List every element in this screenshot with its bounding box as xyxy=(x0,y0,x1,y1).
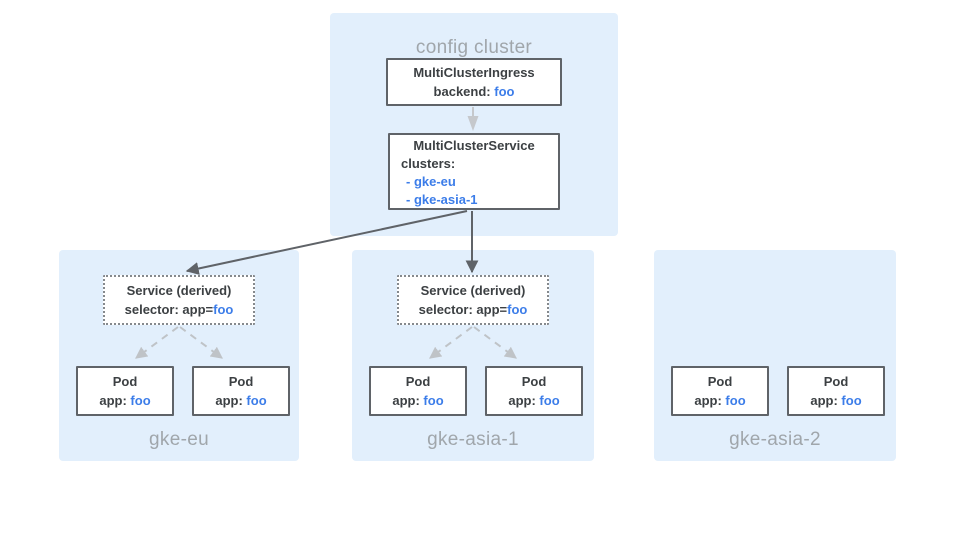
cluster-panel-gke-eu: Service (derived) selector: app=foo Pod … xyxy=(59,250,299,461)
selector-value: foo xyxy=(213,302,234,317)
derived-service-selector: selector: app=foo xyxy=(105,300,253,319)
pod-app-value: foo xyxy=(725,393,746,408)
derived-service-title: Service (derived) xyxy=(420,283,526,298)
pod-title: Pod xyxy=(707,374,733,389)
pod-app: app: foo xyxy=(487,391,581,410)
pod-title: Pod xyxy=(228,374,254,389)
backend-label: backend: xyxy=(433,84,495,99)
pod-title: Pod xyxy=(112,374,138,389)
pod-node: Pod app: foo xyxy=(76,366,174,416)
pod-app-value: foo xyxy=(841,393,862,408)
pod-app-label: app: xyxy=(694,393,726,408)
multi-cluster-service-node: MultiClusterService clusters: - gke-eu -… xyxy=(388,133,560,210)
multi-cluster-ingress-name: MultiClusterIngress xyxy=(413,65,535,80)
cluster-label-gke-eu: gke-eu xyxy=(149,429,209,450)
derived-service-selector: selector: app=foo xyxy=(399,300,547,319)
pod-app: app: foo xyxy=(78,391,172,410)
pod-app-value: foo xyxy=(539,393,560,408)
derived-service-node-gke-asia-1: Service (derived) selector: app=foo xyxy=(397,275,549,325)
selector-value: foo xyxy=(507,302,528,317)
pod-node: Pod app: foo xyxy=(369,366,467,416)
multi-cluster-ingress-backend: backend: foo xyxy=(388,82,560,101)
pod-title: Pod xyxy=(521,374,547,389)
cluster-label-gke-asia-1: gke-asia-1 xyxy=(427,429,519,450)
multi-cluster-service-name: MultiClusterService xyxy=(413,138,535,153)
pod-app-value: foo xyxy=(246,393,267,408)
pod-app: app: foo xyxy=(371,391,465,410)
pod-app-label: app: xyxy=(508,393,540,408)
pod-title: Pod xyxy=(823,374,849,389)
pod-app-label: app: xyxy=(99,393,131,408)
selector-label: selector: app= xyxy=(418,302,508,317)
cluster-label-gke-asia-2: gke-asia-2 xyxy=(729,429,821,450)
selector-label: selector: app= xyxy=(124,302,214,317)
pod-app-label: app: xyxy=(810,393,842,408)
pod-app: app: foo xyxy=(673,391,767,410)
cluster-ref-gke-asia-1: - gke-asia-1 xyxy=(406,192,478,207)
pod-node: Pod app: foo xyxy=(192,366,290,416)
pod-app-label: app: xyxy=(215,393,247,408)
derived-service-node-gke-eu: Service (derived) selector: app=foo xyxy=(103,275,255,325)
pod-node: Pod app: foo xyxy=(787,366,885,416)
backend-value: foo xyxy=(494,84,515,99)
pod-app: app: foo xyxy=(194,391,288,410)
cluster-ref-gke-eu: - gke-eu xyxy=(406,174,456,189)
clusters-label: clusters: xyxy=(401,156,456,171)
pod-app-label: app: xyxy=(392,393,424,408)
cluster-panel-gke-asia-2: Pod app: foo Pod app: foo gke-asia-2 xyxy=(654,250,896,461)
pod-app: app: foo xyxy=(789,391,883,410)
cluster-panel-gke-asia-1: Service (derived) selector: app=foo Pod … xyxy=(352,250,594,461)
multi-cluster-ingress-node: MultiClusterIngress backend: foo xyxy=(386,58,562,106)
pod-title: Pod xyxy=(405,374,431,389)
pod-node: Pod app: foo xyxy=(485,366,583,416)
pod-node: Pod app: foo xyxy=(671,366,769,416)
config-cluster-panel: config cluster MultiClusterIngress backe… xyxy=(330,13,618,236)
config-cluster-label: config cluster xyxy=(415,37,533,58)
pod-app-value: foo xyxy=(423,393,444,408)
pod-app-value: foo xyxy=(130,393,151,408)
derived-service-title: Service (derived) xyxy=(126,283,232,298)
